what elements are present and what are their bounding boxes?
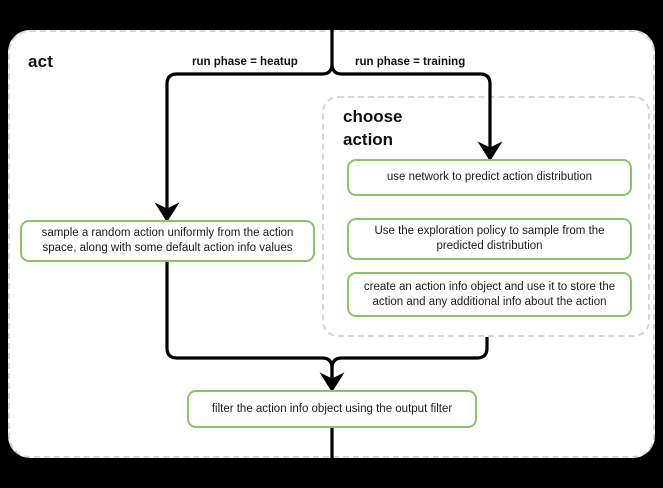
edge-label-heatup: run phase = heatup [192,56,298,68]
edge-label-training: run phase = training [355,56,466,68]
choose-action-title-line1: choose [343,107,403,126]
node-use-network-predict[interactable]: use network to predict action distributi… [347,159,632,196]
node-sample-random-action[interactable]: sample a random action uniformly from th… [20,220,315,262]
act-group-title: act [28,52,54,71]
node-filter-action-info[interactable]: filter the action info object using the … [187,390,477,428]
node-create-action-info[interactable]: create an action info object and use it … [347,272,632,317]
choose-action-group-title: choose action [343,105,463,151]
node-exploration-policy[interactable]: Use the exploration policy to sample fro… [347,218,632,260]
choose-action-title-line2: action [343,130,394,149]
